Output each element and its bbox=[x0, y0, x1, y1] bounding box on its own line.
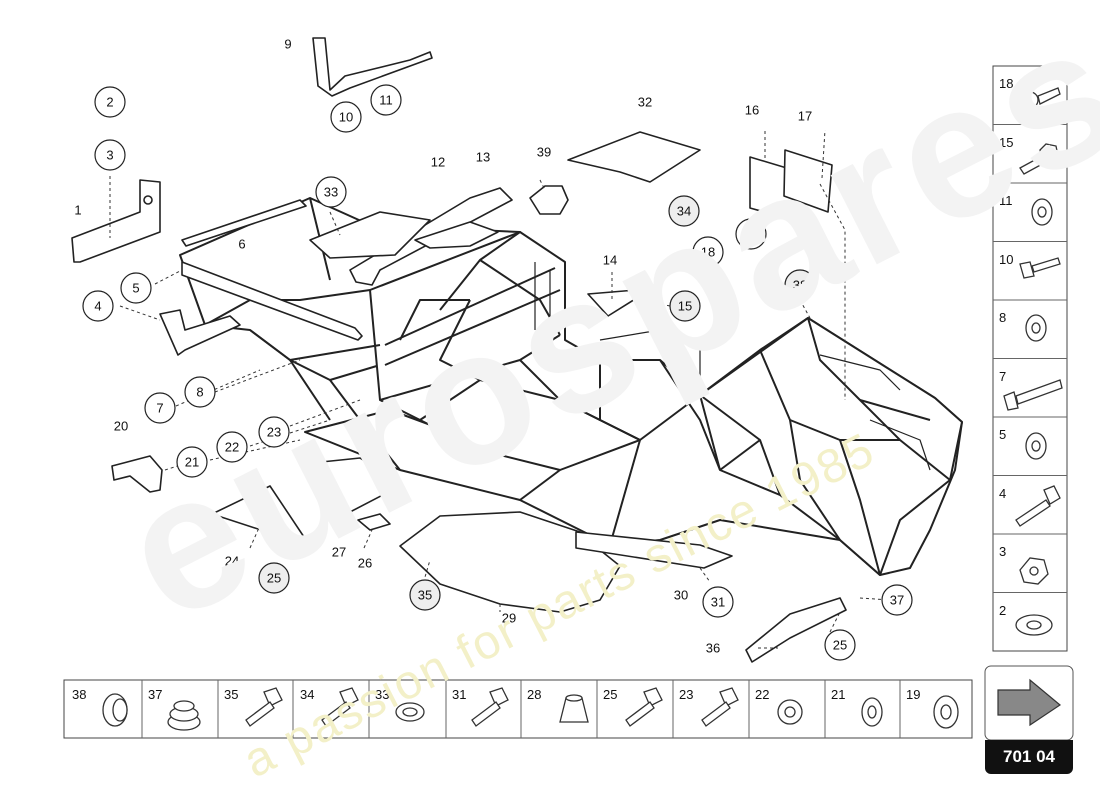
callout-26: 26 bbox=[358, 556, 372, 571]
arrow-right-icon bbox=[997, 678, 1062, 727]
chassis-frame bbox=[179, 197, 963, 576]
callout-9: 9 bbox=[284, 37, 291, 52]
callout-13: 13 bbox=[476, 150, 490, 165]
callout-27: 27 bbox=[332, 545, 346, 560]
callout-23: 23 bbox=[267, 425, 281, 440]
callout-32: 32 bbox=[638, 95, 652, 110]
callout-33: 33 bbox=[324, 185, 338, 200]
callout-1: 1 bbox=[74, 203, 81, 218]
callout-2: 2 bbox=[106, 95, 113, 110]
rubber-mount-icon bbox=[167, 700, 201, 731]
bottom-legend: 38 37 35 34 33 31 28 25 23 22 21 19 bbox=[63, 679, 973, 739]
callout-7: 7 bbox=[156, 401, 163, 416]
bottom-legend-item: 35 bbox=[224, 687, 238, 702]
bottom-legend-item: 21 bbox=[831, 687, 845, 702]
callout-39: 39 bbox=[537, 145, 551, 160]
callout-22: 22 bbox=[225, 440, 239, 455]
callout-12: 12 bbox=[431, 155, 445, 170]
callout-17: 17 bbox=[798, 109, 812, 124]
bottom-legend-item: 34 bbox=[300, 687, 314, 702]
bolt-icon bbox=[1019, 257, 1061, 279]
bolt-icon bbox=[321, 687, 359, 727]
bolt-icon bbox=[471, 687, 509, 727]
side-legend-item: 5 bbox=[999, 427, 1006, 442]
washer-icon bbox=[1025, 314, 1047, 342]
callout-19: 19 bbox=[744, 227, 758, 242]
diagram-code: 701 04 bbox=[985, 740, 1073, 774]
callout-21: 21 bbox=[185, 455, 199, 470]
washer-icon bbox=[1031, 198, 1053, 226]
callout-11: 11 bbox=[379, 93, 393, 108]
callout-35: 35 bbox=[418, 588, 432, 603]
bottom-legend-item: 23 bbox=[679, 687, 693, 702]
bolt-icon bbox=[625, 687, 663, 727]
washer-icon bbox=[1025, 432, 1047, 460]
callout-29: 29 bbox=[502, 611, 516, 626]
callout-15: 15 bbox=[678, 299, 692, 314]
bottom-legend-item: 38 bbox=[72, 687, 86, 702]
side-legend-item: 11 bbox=[999, 193, 1013, 208]
bolt-icon bbox=[1015, 485, 1061, 527]
grommet-icon bbox=[102, 693, 128, 727]
callout-circles bbox=[82, 84, 913, 661]
callout-16: 16 bbox=[745, 103, 759, 118]
bottom-legend-item: 19 bbox=[906, 687, 920, 702]
bolt-icon bbox=[245, 687, 283, 727]
callout-36: 36 bbox=[706, 641, 720, 656]
bolt-icon bbox=[701, 687, 739, 727]
nut-icon bbox=[1019, 557, 1049, 585]
side-legend-item: 10 bbox=[999, 252, 1013, 267]
callout-5: 5 bbox=[132, 281, 139, 296]
bottom-legend-item: 28 bbox=[527, 687, 541, 702]
callout-8: 8 bbox=[196, 385, 203, 400]
bottom-legend-item: 25 bbox=[603, 687, 617, 702]
side-legend: 18 15 11 10 8 7 5 4 3 2 bbox=[992, 65, 1068, 652]
side-legend-item: 2 bbox=[999, 603, 1006, 618]
side-legend-item: 4 bbox=[999, 486, 1006, 501]
callout-6: 6 bbox=[238, 237, 245, 252]
loose-parts bbox=[71, 37, 847, 663]
grommet-icon bbox=[559, 694, 589, 723]
spring-washer-icon bbox=[777, 699, 803, 725]
side-legend-item: 3 bbox=[999, 544, 1006, 559]
callout-labels: 2 3 1 4 5 6 7 8 9 10 11 12 13 14 15 16 1… bbox=[74, 37, 904, 656]
flat-washer-icon bbox=[1015, 614, 1053, 636]
callout-14: 14 bbox=[603, 253, 617, 268]
bottom-legend-item: 31 bbox=[452, 687, 466, 702]
callout-20: 20 bbox=[114, 419, 128, 434]
callout-34: 34 bbox=[677, 204, 691, 219]
bottom-legend-item: 33 bbox=[375, 687, 389, 702]
washer-icon bbox=[933, 695, 959, 729]
callout-38: 38 bbox=[793, 278, 807, 293]
next-page-arrow[interactable] bbox=[984, 665, 1074, 741]
side-legend-item: 15 bbox=[999, 135, 1013, 150]
bottom-legend-item: 37 bbox=[148, 687, 162, 702]
callout-31: 31 bbox=[711, 595, 725, 610]
callout-30: 30 bbox=[674, 588, 688, 603]
callout-10: 10 bbox=[339, 110, 353, 125]
bottom-legend-item: 22 bbox=[755, 687, 769, 702]
callout-37: 37 bbox=[890, 593, 904, 608]
callout-25-left: 25 bbox=[267, 571, 281, 586]
hex-bolt-icon bbox=[1019, 143, 1059, 175]
callout-24: 24 bbox=[225, 554, 239, 569]
side-legend-item: 18 bbox=[999, 76, 1013, 91]
callout-3: 3 bbox=[106, 148, 113, 163]
side-legend-item: 8 bbox=[999, 310, 1006, 325]
callout-4: 4 bbox=[94, 299, 101, 314]
callout-25-right: 25 bbox=[833, 638, 847, 653]
callout-18: 18 bbox=[701, 245, 715, 260]
bolt-washer-icon bbox=[1021, 87, 1061, 109]
clip-nut-icon bbox=[395, 702, 425, 722]
side-legend-item: 7 bbox=[999, 369, 1006, 384]
washer-icon bbox=[861, 697, 883, 727]
long-bolt-icon bbox=[1003, 379, 1063, 411]
